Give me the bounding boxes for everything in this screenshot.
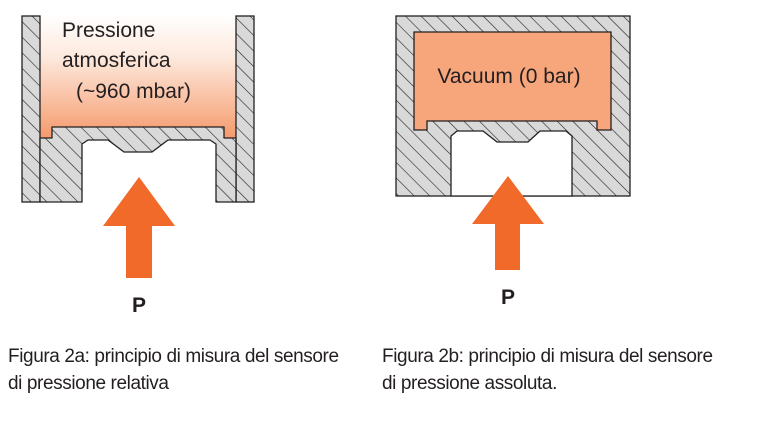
atmospheric-label-line-1: Pressione [62,19,155,42]
caption-2a-line-1: Figura 2a: principio di misura del senso… [8,346,339,367]
caption-figure-2b: Figura 2b: principio di misura del senso… [382,343,752,397]
sensor-cavity [450,130,573,197]
caption-2b-line-2: di pressione assoluta. [382,373,557,394]
pressure-label-b: P [501,286,515,309]
sensor-body [39,126,237,203]
housing-right-wall [235,15,255,203]
caption-2a-line-2: di pressione relativa [8,373,169,394]
vacuum-label: Vacuum (0 bar) [437,65,580,88]
atmospheric-pressure-area [40,14,236,138]
figure-b-absolute-sensor: Vacuum (0 bar) P [395,15,631,309]
figure-a-relative-sensor: Pressione atmosferica (~960 mbar) P [21,14,255,317]
pressure-arrow-icon [472,176,544,270]
atmospheric-label-line-2: atmosferica [62,49,171,72]
caption-figure-2a: Figura 2a: principio di misura del senso… [8,343,368,397]
pressure-label-a: P [132,294,146,317]
housing-left-wall [21,15,41,203]
pressure-arrow-icon [103,177,175,278]
atmospheric-label-line-3: (~960 mbar) [76,80,191,103]
vacuum-chamber [413,31,612,131]
caption-2b-line-1: Figura 2b: principio di misura del senso… [382,346,713,367]
